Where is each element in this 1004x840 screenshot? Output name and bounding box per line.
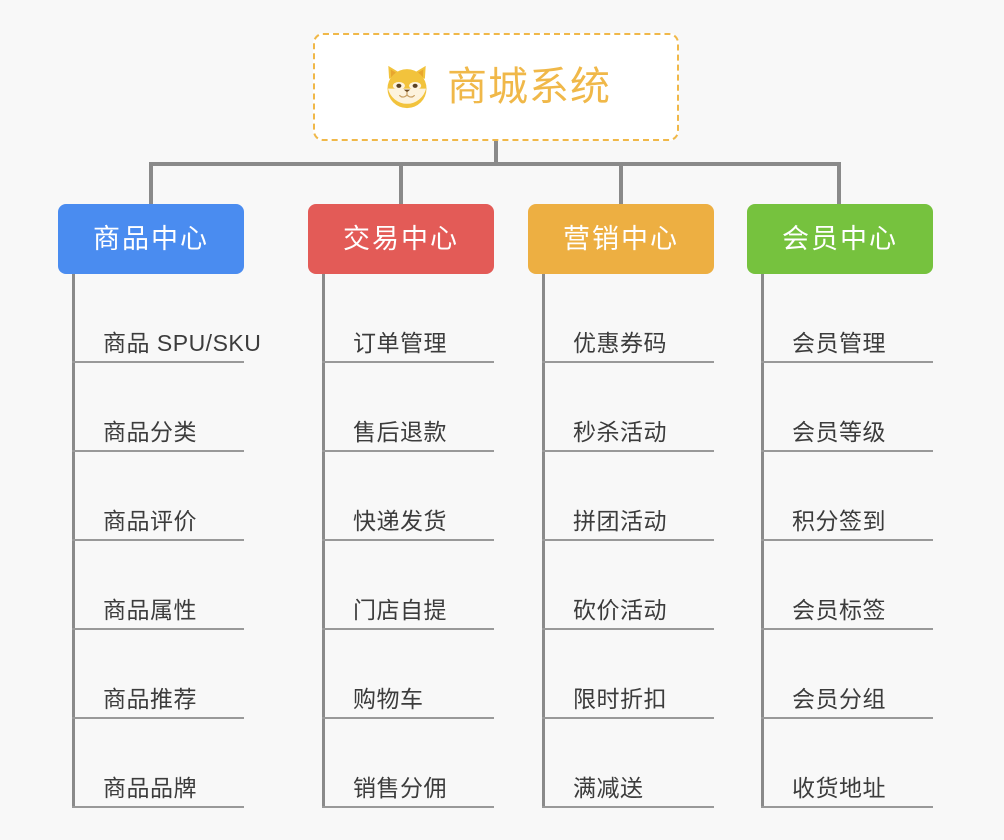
leaf-item-label: 商品评价: [103, 507, 197, 534]
leaf-list-trade: 订单管理 售后退款 快递发货 门店自提 购物车 销售分佣: [308, 274, 494, 808]
leaf-item-label: 商品品牌: [103, 774, 197, 801]
leaf-item[interactable]: 会员标签: [761, 541, 933, 630]
leaf-item[interactable]: 秒杀活动: [542, 363, 714, 452]
leaf-item-label: 拼团活动: [573, 507, 667, 534]
root-node-mall-system[interactable]: 商城系统: [313, 33, 679, 141]
leaf-item-label: 商品 SPU/SKU: [103, 329, 262, 356]
leaf-item[interactable]: 限时折扣: [542, 630, 714, 719]
leaf-item-label: 优惠券码: [573, 329, 667, 356]
connector-root-stem: [494, 141, 498, 164]
category-header-product[interactable]: 商品中心: [58, 204, 244, 274]
category-column-marketing: 营销中心 优惠券码 秒杀活动 拼团活动 砍价活动 限时折扣 满减送: [528, 204, 714, 808]
leaf-list-member: 会员管理 会员等级 积分签到 会员标签 会员分组 收货地址: [747, 274, 933, 808]
connector-drop-category-2: [399, 162, 403, 206]
leaf-item[interactable]: 满减送: [542, 719, 714, 808]
leaf-item[interactable]: 商品 SPU/SKU: [72, 274, 261, 363]
leaf-item-label: 会员标签: [792, 596, 886, 623]
category-header-member[interactable]: 会员中心: [747, 204, 933, 274]
leaf-item-label: 商品属性: [103, 596, 197, 623]
category-header-marketing[interactable]: 营销中心: [528, 204, 714, 274]
leaf-item[interactable]: 快递发货: [322, 452, 494, 541]
leaf-item-label: 会员管理: [792, 329, 886, 356]
leaf-item[interactable]: 购物车: [322, 630, 494, 719]
leaf-item-label: 商品推荐: [103, 685, 197, 712]
leaf-item-label: 购物车: [353, 685, 424, 712]
leaf-item-label: 会员分组: [792, 685, 886, 712]
leaf-item[interactable]: 商品品牌: [72, 719, 244, 808]
leaf-item-label: 售后退款: [353, 418, 447, 445]
leaf-item[interactable]: 会员分组: [761, 630, 933, 719]
column-spine: [542, 274, 545, 808]
category-column-member: 会员中心 会员管理 会员等级 积分签到 会员标签 会员分组 收货地址: [747, 204, 933, 808]
leaf-item-label: 门店自提: [353, 596, 447, 623]
leaf-item-label: 订单管理: [353, 329, 447, 356]
leaf-item-label: 快递发货: [353, 507, 447, 534]
leaf-item[interactable]: 砍价活动: [542, 541, 714, 630]
category-header-label: 营销中心: [563, 223, 679, 254]
leaf-item-label: 满减送: [573, 774, 644, 801]
connector-drop-category-3: [619, 162, 623, 206]
leaf-list-marketing: 优惠券码 秒杀活动 拼团活动 砍价活动 限时折扣 满减送: [528, 274, 714, 808]
column-spine: [761, 274, 764, 808]
leaf-item[interactable]: 商品属性: [72, 541, 244, 630]
category-header-label: 交易中心: [343, 223, 459, 254]
leaf-item[interactable]: 会员等级: [761, 363, 933, 452]
category-header-label: 商品中心: [93, 223, 209, 254]
leaf-item[interactable]: 优惠券码: [542, 274, 714, 363]
column-spine: [72, 274, 75, 808]
leaf-item[interactable]: 收货地址: [761, 719, 933, 808]
leaf-list-product: 商品 SPU/SKU 商品分类 商品评价 商品属性 商品推荐 商品品牌: [58, 274, 261, 808]
leaf-item-label: 会员等级: [792, 418, 886, 445]
category-column-product: 商品中心 商品 SPU/SKU 商品分类 商品评价 商品属性 商品推荐 商品品牌: [58, 204, 261, 808]
column-spine: [322, 274, 325, 808]
leaf-item[interactable]: 售后退款: [322, 363, 494, 452]
leaf-item-label: 商品分类: [103, 418, 197, 445]
category-header-trade[interactable]: 交易中心: [308, 204, 494, 274]
category-column-trade: 交易中心 订单管理 售后退款 快递发货 门店自提 购物车 销售分佣: [308, 204, 494, 808]
connector-drop-category-1: [149, 162, 153, 206]
leaf-item[interactable]: 商品推荐: [72, 630, 244, 719]
leaf-item[interactable]: 商品分类: [72, 363, 244, 452]
category-header-label: 会员中心: [782, 223, 898, 254]
leaf-item-label: 收货地址: [792, 774, 886, 801]
root-node-label: 商城系统: [447, 65, 611, 109]
leaf-item-label: 砍价活动: [573, 596, 667, 623]
leaf-item[interactable]: 会员管理: [761, 274, 933, 363]
leaf-item[interactable]: 销售分佣: [322, 719, 494, 808]
leaf-item-label: 秒杀活动: [573, 418, 667, 445]
leaf-item-label: 限时折扣: [573, 685, 667, 712]
connector-drop-category-4: [837, 162, 841, 206]
leaf-item[interactable]: 商品评价: [72, 452, 244, 541]
connector-horizontal-bus: [149, 162, 841, 166]
shiba-dog-face-icon: [381, 61, 433, 113]
leaf-item[interactable]: 拼团活动: [542, 452, 714, 541]
leaf-item[interactable]: 门店自提: [322, 541, 494, 630]
leaf-item-label: 销售分佣: [353, 774, 447, 801]
leaf-item[interactable]: 积分签到: [761, 452, 933, 541]
leaf-item-label: 积分签到: [792, 507, 886, 534]
leaf-item[interactable]: 订单管理: [322, 274, 494, 363]
